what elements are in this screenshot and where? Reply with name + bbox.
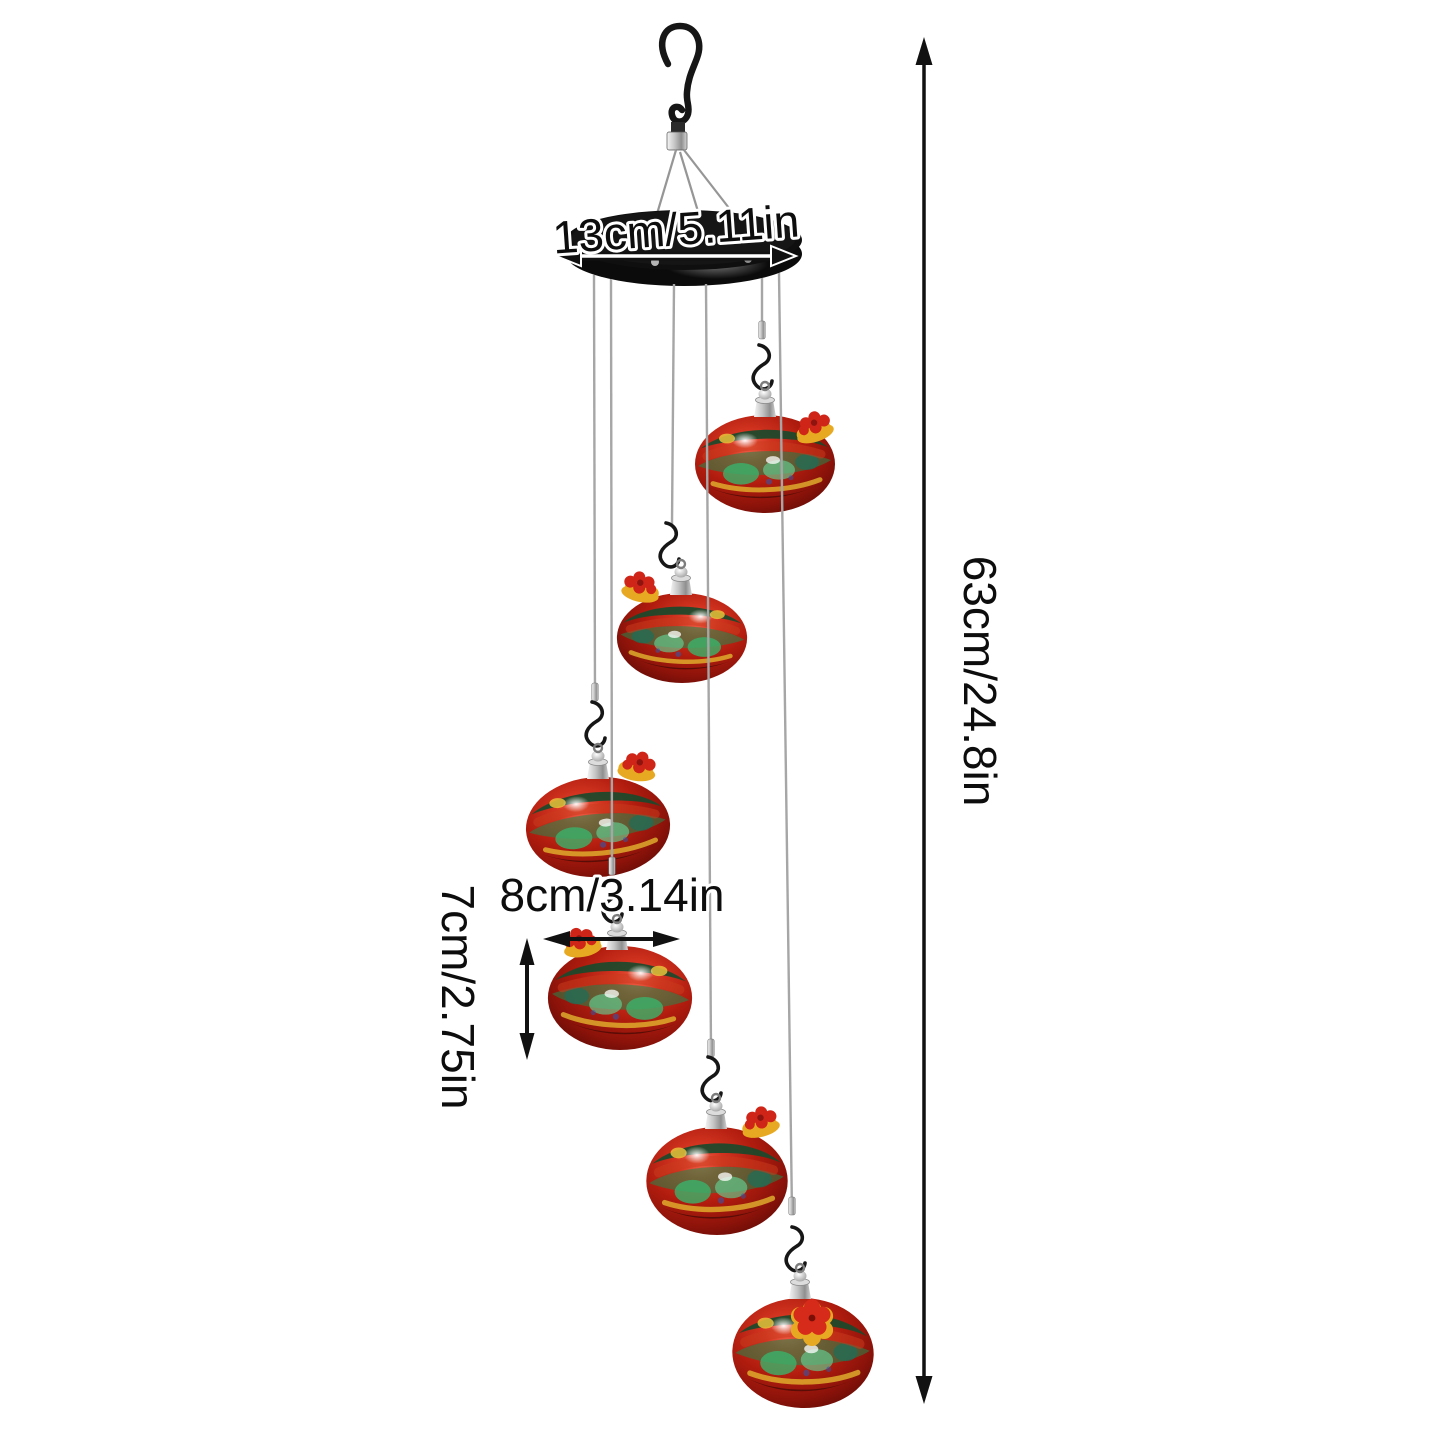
feeder-wires-upper xyxy=(591,274,766,703)
wire-clamp xyxy=(666,131,688,151)
label-total-height: 63cm/24.8in xyxy=(954,556,1006,807)
label-feeder-width: 8cm/3.14in xyxy=(499,869,724,921)
feeder-height-arrow xyxy=(519,938,535,1060)
s-hook-icon xyxy=(584,700,607,748)
wire-ferrule xyxy=(788,1196,796,1216)
feeder-globe-3 xyxy=(523,700,672,881)
flower-port-icon xyxy=(619,568,664,606)
feeder-globe-5 xyxy=(646,1055,787,1235)
flower-port-icon xyxy=(616,748,659,784)
wire-ferrule xyxy=(758,320,766,340)
hanging-hook-icon xyxy=(659,22,703,151)
wire-ferrule xyxy=(707,1038,715,1058)
feeder-globe-1 xyxy=(695,343,836,513)
feeder-globe-2 xyxy=(617,521,747,683)
label-feeder-height: 7cm/2.75in xyxy=(432,884,484,1109)
dimension-annotations: 13cm/5.11in 63cm/24.8in 8cm/3.14in 7cm/2… xyxy=(429,37,1009,1404)
total-height-arrow xyxy=(915,37,933,1404)
feeder-wires-lower xyxy=(608,272,796,1216)
feeder-width-arrow xyxy=(543,931,680,947)
feeder-cap xyxy=(585,742,611,781)
hook-wire-wrap xyxy=(671,122,685,134)
s-hook-icon xyxy=(658,521,681,569)
feeder-globe-6 xyxy=(730,1225,875,1410)
canopy-width-arrow xyxy=(553,244,799,268)
wire-ferrule xyxy=(591,682,599,702)
